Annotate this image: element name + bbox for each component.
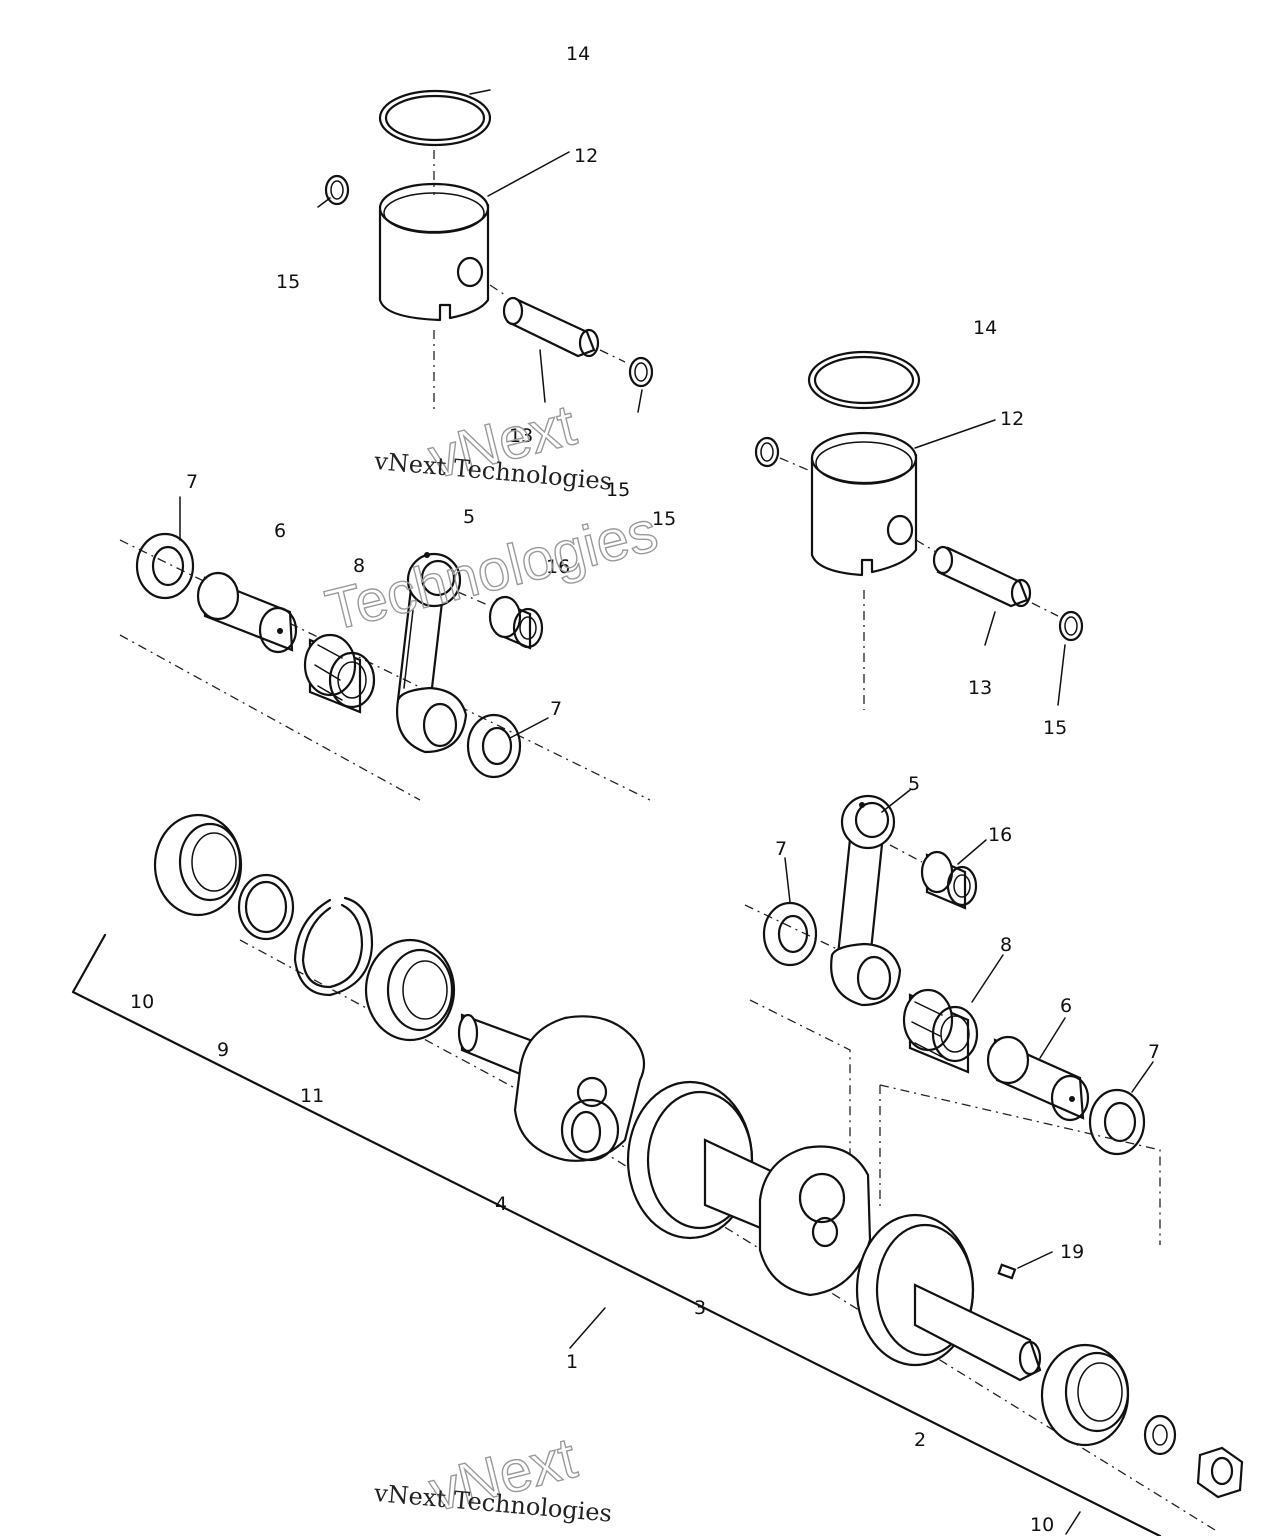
thrust-washer-right-a xyxy=(762,901,818,967)
snap-ring-9 xyxy=(237,873,295,941)
piston-ring-left xyxy=(378,89,492,147)
label-12-left: 12 xyxy=(574,145,598,167)
label-11: 11 xyxy=(300,1085,324,1107)
label-12-right: 12 xyxy=(1000,408,1024,430)
label-14-right: 14 xyxy=(973,317,997,339)
label-13-left: 13 xyxy=(509,425,533,447)
watermark-bottom: vNext vNext Technologies xyxy=(372,1424,613,1527)
label-6-left: 6 xyxy=(274,520,286,542)
label-15-right-a: 15 xyxy=(652,508,676,530)
label-3: 3 xyxy=(694,1297,706,1319)
label-7-c: 7 xyxy=(775,838,787,860)
label-6-right: 6 xyxy=(1060,995,1072,1017)
piston-right xyxy=(810,431,918,710)
label-15-left-b: 15 xyxy=(606,479,630,501)
label-5-left: 5 xyxy=(463,506,475,528)
piston-left xyxy=(378,150,490,410)
crank-pin-right xyxy=(986,1035,1090,1122)
label-7-a: 7 xyxy=(186,471,198,493)
label-8-left: 8 xyxy=(353,555,365,577)
label-2: 2 xyxy=(914,1429,926,1451)
small-end-bearing-left xyxy=(457,591,544,650)
label-13-right: 13 xyxy=(968,677,992,699)
small-end-bearing-right xyxy=(889,844,978,910)
label-16-left: 16 xyxy=(546,556,570,578)
circlip-ring xyxy=(293,896,374,997)
label-10-right: 10 xyxy=(1030,1514,1054,1536)
circlip-right-a xyxy=(754,436,809,471)
piston-pin-right xyxy=(915,539,1032,608)
needle-bearing-left-big xyxy=(303,633,376,714)
crank-pin-left xyxy=(196,571,298,654)
left-conrod-group xyxy=(119,532,651,801)
right-conrod-group xyxy=(744,794,1161,1245)
label-15-right-b: 15 xyxy=(1043,717,1067,739)
label-9: 9 xyxy=(217,1039,229,1061)
label-5-right: 5 xyxy=(908,773,920,795)
crank-nut xyxy=(1196,1446,1244,1499)
part-labels: 14 12 15 13 15 14 12 15 13 15 7 6 5 8 16… xyxy=(130,43,1160,1536)
crank-middle xyxy=(626,1080,872,1297)
needle-bearing-right-big xyxy=(902,988,979,1074)
right-piston-assembly xyxy=(754,350,1084,710)
label-7-b: 7 xyxy=(550,698,562,720)
label-10-left: 10 xyxy=(130,991,154,1013)
left-piston-assembly xyxy=(324,89,654,410)
assembly-bracket xyxy=(71,933,1162,1536)
main-bearing-left xyxy=(153,813,243,917)
thrust-washer-right-b xyxy=(1088,1088,1146,1156)
main-bearing-11 xyxy=(364,938,456,1042)
circlip-left-b xyxy=(599,349,654,388)
circlip-right-b xyxy=(1031,602,1084,642)
label-16-right: 16 xyxy=(988,824,1012,846)
leader-lines xyxy=(179,151,1154,1269)
label-19: 19 xyxy=(1060,1241,1084,1263)
thrust-washer-left-a xyxy=(135,532,195,600)
label-14-left: 14 xyxy=(566,43,590,65)
piston-ring-right xyxy=(807,350,921,410)
label-1: 1 xyxy=(566,1351,578,1373)
connecting-rod-right xyxy=(830,794,902,1007)
label-15-left-a: 15 xyxy=(276,271,300,293)
thrust-washer-left-b xyxy=(466,713,522,779)
label-7-d: 7 xyxy=(1148,1041,1160,1063)
crank-half-right xyxy=(855,1213,1042,1382)
main-bearing-right xyxy=(1040,1343,1130,1447)
label-4: 4 xyxy=(495,1193,507,1215)
piston-pin-left xyxy=(489,284,600,358)
crankshaft-assembly xyxy=(153,813,1244,1531)
lock-washer xyxy=(1143,1414,1177,1456)
connecting-rod-left xyxy=(396,552,468,754)
crank-half-left xyxy=(457,1013,646,1162)
label-8-right: 8 xyxy=(1000,934,1012,956)
circlip-left-a xyxy=(324,174,350,206)
